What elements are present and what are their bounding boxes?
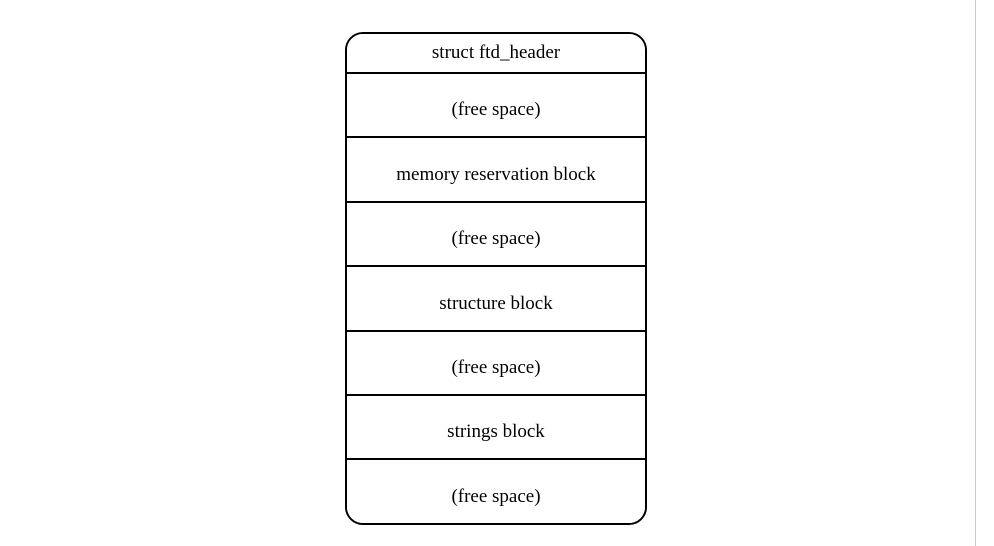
region-free-space-1: (free space) bbox=[347, 71, 645, 137]
region-structure-block: structure block bbox=[347, 265, 645, 330]
region-strings-block: strings block bbox=[347, 394, 645, 459]
region-free-space-4: (free space) bbox=[347, 458, 645, 523]
region-free-space-2: (free space) bbox=[347, 200, 645, 266]
region-label: strings block bbox=[447, 421, 545, 443]
page-right-margin-rule bbox=[975, 0, 976, 546]
region-memory-reservation-block: memory reservation block bbox=[347, 136, 645, 201]
region-label: structure block bbox=[439, 292, 553, 314]
region-label: memory reservation block bbox=[396, 163, 596, 185]
region-free-space-3: (free space) bbox=[347, 329, 645, 394]
region-label: (free space) bbox=[451, 99, 541, 121]
fdt-blob-diagram: struct ftd_header (free space) memory re… bbox=[345, 32, 647, 525]
region-label: struct ftd_header bbox=[431, 42, 561, 64]
region-label: (free space) bbox=[451, 485, 541, 507]
region-struct-ftd-header: struct ftd_header bbox=[347, 34, 645, 72]
region-label: (free space) bbox=[451, 357, 541, 378]
region-label: (free space) bbox=[451, 228, 541, 250]
